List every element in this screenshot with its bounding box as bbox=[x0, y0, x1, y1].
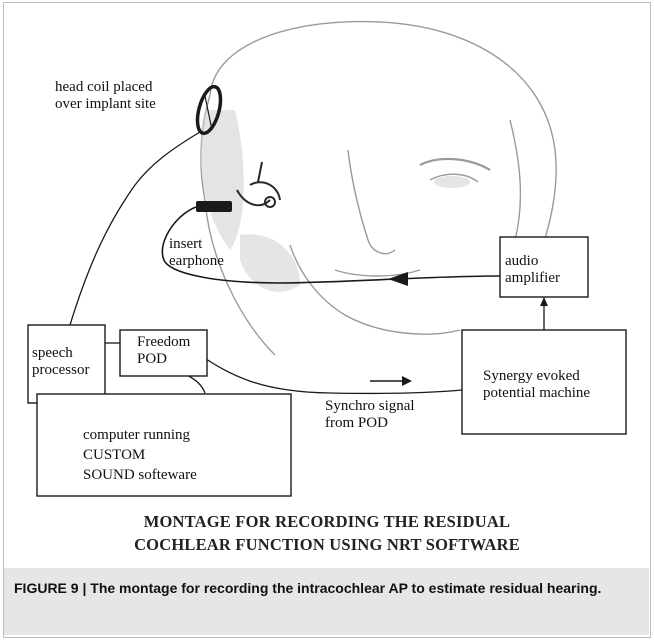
caption-background bbox=[4, 568, 649, 635]
earphone-body bbox=[196, 201, 232, 212]
synergy-machine-label: Synergy evoked potential machine bbox=[483, 368, 591, 401]
figure-caption: FIGURE 9 | The montage for recording the… bbox=[14, 578, 634, 598]
ear-hardware bbox=[236, 161, 281, 208]
audio-amplifier-label: audio amplifier bbox=[505, 253, 560, 286]
audio-amplifier-box bbox=[499, 236, 589, 298]
arrow-synchro bbox=[370, 376, 412, 386]
synergy-machine-box bbox=[461, 329, 627, 435]
head-coil-label: head coil placed over implant site bbox=[55, 79, 156, 112]
diagram-boxes bbox=[27, 236, 627, 497]
freedom-pod-box bbox=[119, 329, 208, 377]
figure-title-line-1: MONTAGE FOR RECORDING THE RESIDUAL bbox=[143, 512, 511, 531]
arrow-to-earphone bbox=[388, 272, 408, 286]
computer-label: computer running CUSTOM SOUND softeware bbox=[83, 427, 197, 483]
coil-tick bbox=[204, 95, 213, 131]
insert-earphone-label: insert earphone bbox=[169, 236, 224, 269]
head-illustration bbox=[200, 20, 557, 356]
synchro-signal-label: Synchro signal from POD bbox=[325, 398, 415, 431]
arrow-to-amplifier bbox=[540, 297, 548, 306]
figure-title-line-2: COCHLEAR FUNCTION USING NRT SOFTWARE bbox=[134, 535, 520, 554]
caption-text: The montage for recording the intracochl… bbox=[90, 580, 602, 596]
head-coil-icon bbox=[195, 84, 223, 136]
computer-box bbox=[36, 393, 292, 497]
caption-prefix: FIGURE 9 | bbox=[14, 580, 91, 596]
freedom-pod-label: Freedom POD bbox=[137, 334, 191, 367]
speech-processor-label: speech processor bbox=[32, 345, 90, 378]
speech-processor-box bbox=[27, 324, 106, 404]
connection-wires bbox=[69, 131, 545, 395]
head-shading bbox=[200, 110, 470, 292]
